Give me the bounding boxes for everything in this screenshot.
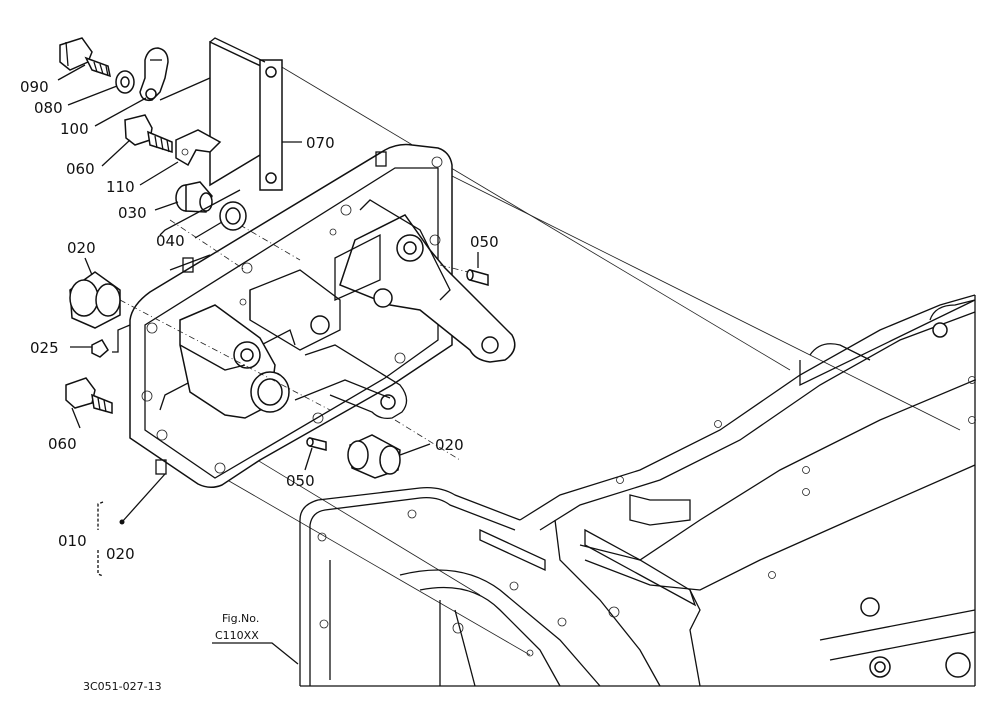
- plug-025: [91, 339, 109, 358]
- callout-100: 100: [60, 120, 89, 138]
- centre-lines: [119, 219, 481, 461]
- callout-050-bottom: 050: [286, 472, 315, 490]
- callout-020-left: 020: [67, 239, 96, 257]
- bushing-020-bottom: [347, 434, 401, 479]
- fig-no-value: C110XX: [215, 629, 259, 642]
- plate-110: [175, 129, 222, 167]
- figure-reference: Fig.No. C110XX: [212, 612, 299, 665]
- callout-040: 040: [156, 232, 185, 250]
- shift-levers: [179, 199, 516, 420]
- callout-060-bottom: 060: [48, 435, 77, 453]
- callout-020-bottom: 020: [435, 436, 464, 454]
- pin-050-bottom: [306, 437, 327, 451]
- transmission-case: [299, 294, 976, 687]
- callout-labels: 090 080 100 060 110 030 040 070 050 020 …: [20, 78, 499, 563]
- bushing-020-left: [69, 271, 121, 329]
- callout-050-right: 050: [470, 233, 499, 251]
- leader-lines: [57, 64, 479, 525]
- callout-060-top: 060: [66, 160, 95, 178]
- callout-110: 110: [106, 178, 135, 196]
- bracket-070: [209, 37, 283, 191]
- diagram-code: 3C051-027-13: [83, 680, 162, 693]
- clamp-100: [139, 47, 169, 102]
- callout-030: 030: [118, 204, 147, 222]
- fig-no-label: Fig.No.: [222, 612, 259, 625]
- pin-050-right: [466, 269, 489, 286]
- bolt-060-top: [124, 114, 173, 154]
- callout-080: 080: [34, 99, 63, 117]
- seal-040: [219, 201, 247, 231]
- kit-bracket: [97, 501, 104, 577]
- washer-080: [115, 70, 135, 94]
- callout-020-bracket: 020: [106, 545, 135, 563]
- callout-025: 025: [30, 339, 59, 357]
- callout-090: 090: [20, 78, 49, 96]
- plug-030: [175, 181, 213, 213]
- bolt-060-bottom: [65, 377, 113, 414]
- bolt-090: [59, 37, 111, 78]
- callout-070: 070: [306, 134, 335, 152]
- callout-010: 010: [58, 532, 87, 550]
